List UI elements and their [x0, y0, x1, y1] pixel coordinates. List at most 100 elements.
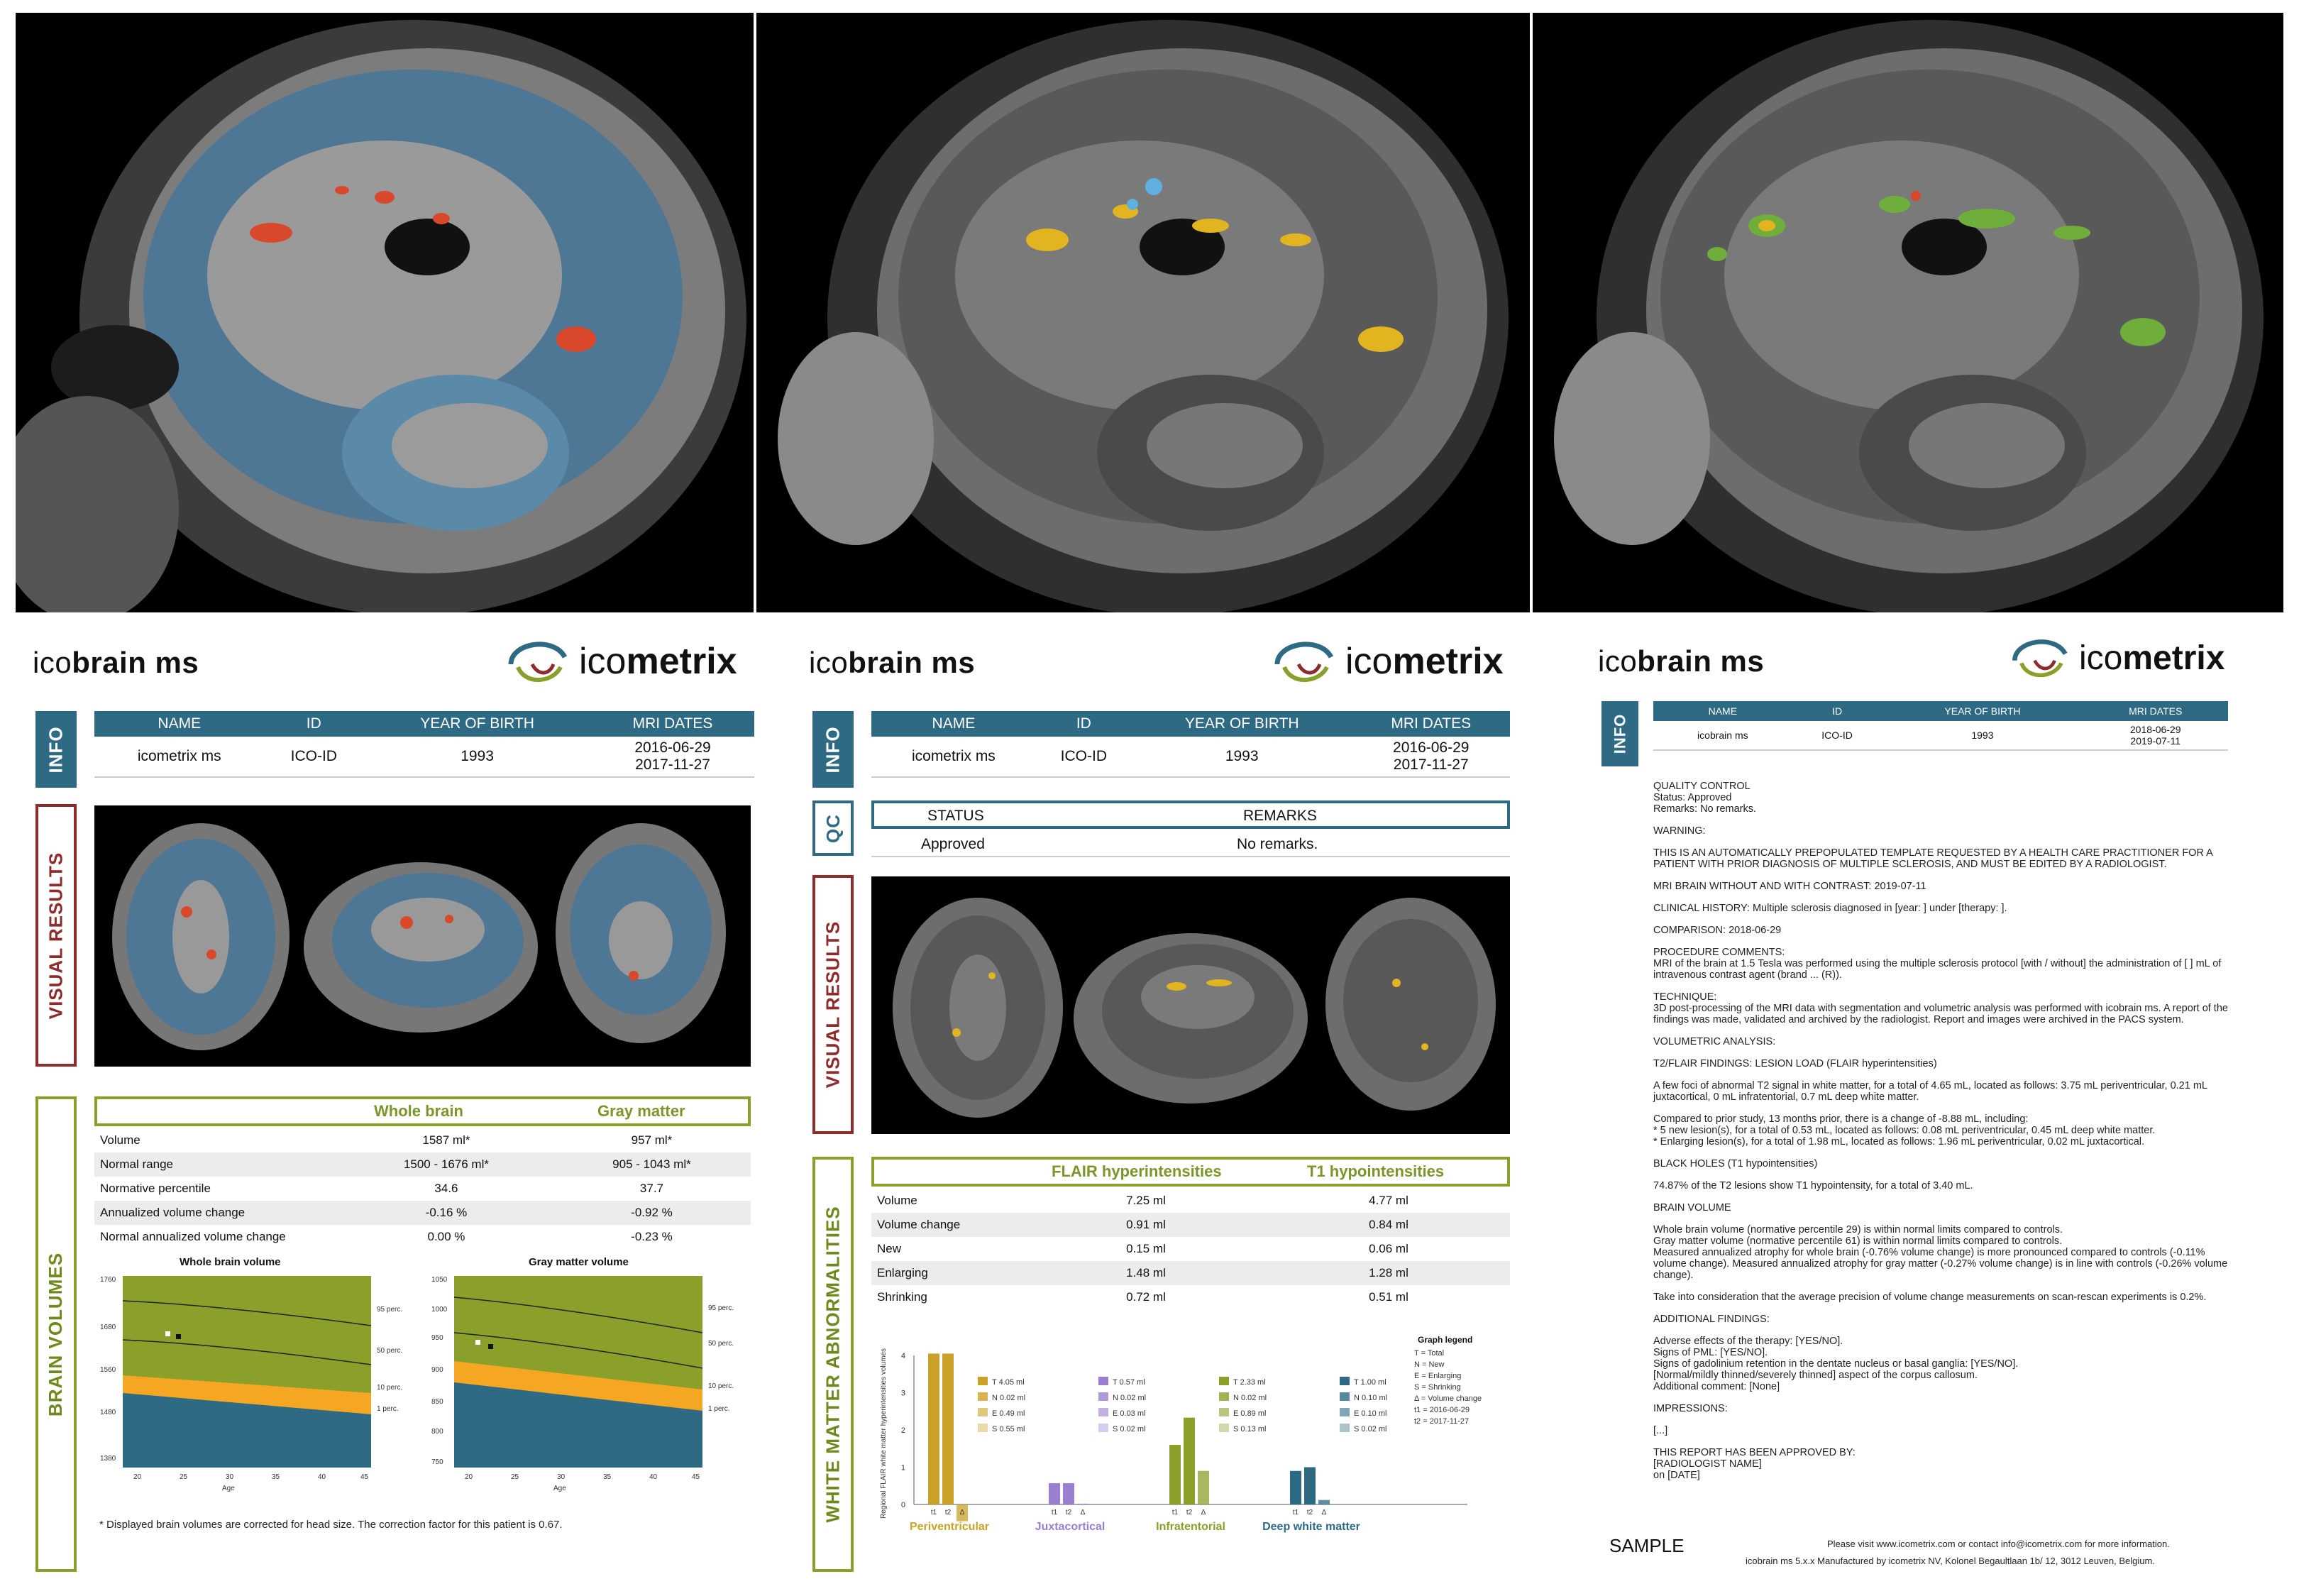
gray-matter-chart-title: Gray matter volume: [529, 1256, 629, 1268]
legend-item: T = Total: [1414, 1349, 1444, 1358]
legend-swatch: [1340, 1424, 1350, 1432]
info-tab: INFO: [1601, 701, 1638, 766]
row-label: New: [877, 1242, 902, 1255]
legend-swatch: [1219, 1392, 1229, 1401]
col-name: NAME: [1653, 701, 1792, 721]
report-line: 74.87% of the T2 lesions show T1 hypoint…: [1653, 1180, 1973, 1192]
report-line: Gray matter volume (normative percentile…: [1653, 1235, 2063, 1247]
legend-value: N 0.02 ml: [992, 1394, 1025, 1402]
report-line: Whole brain volume (normative percentile…: [1653, 1224, 2063, 1235]
whole-brain-chart-title: Whole brain volume: [180, 1256, 281, 1268]
footer-manufacturer-text: icobrain ms 5.x.x Manufactured by icomet…: [1746, 1556, 2155, 1566]
percentile-label: 95 perc.: [708, 1304, 734, 1312]
white-matter-label: WHITE MATTER ABNORMALITIES: [822, 1206, 844, 1523]
logo-bold: metrix: [626, 641, 737, 682]
logo-prefix: ico: [579, 641, 627, 682]
bar-tick-label: t1: [1052, 1509, 1058, 1517]
patient-name: icometrix ms: [871, 737, 1036, 778]
report-paragraph: Whole brain volume (normative percentile…: [1653, 1224, 2228, 1281]
whole-brain-value: 1587 ml*: [422, 1133, 470, 1147]
legend-value: S 0.02 ml: [1113, 1425, 1145, 1433]
col-id: ID: [1035, 711, 1132, 737]
report-line: 3D post-processing of the MRI data with …: [1653, 1003, 2228, 1025]
mri-date-1: 2018-06-29: [2129, 724, 2181, 735]
report-paragraph: COMPARISON: 2018-06-29: [1653, 925, 2228, 936]
report-line: T2/FLAIR FINDINGS: LESION LOAD (FLAIR hy…: [1653, 1058, 1937, 1069]
product-bold: brain ms: [848, 646, 976, 679]
x-tick: 40: [649, 1473, 658, 1481]
legend-swatch: [1098, 1377, 1108, 1385]
report-line: ADDITIONAL FINDINGS:: [1653, 1314, 1770, 1325]
y-tick: 1380: [100, 1455, 116, 1463]
y-axis-label: Regional FLAIR white matter hyperintensi…: [880, 1348, 888, 1519]
legend-value: E 0.10 ml: [1354, 1409, 1386, 1418]
legend-swatch: [1098, 1408, 1108, 1416]
row-label: Volume: [877, 1194, 917, 1207]
patient-info-table: NAME ID YEAR OF BIRTH MRI DATES icometri…: [94, 711, 754, 778]
y-tick: 800: [431, 1428, 443, 1436]
x-axis-label: Age: [222, 1485, 235, 1492]
legend-value: T 1.00 ml: [1354, 1378, 1386, 1387]
report-line: COMPARISON: 2018-06-29: [1653, 925, 1782, 936]
x-tick: 20: [133, 1473, 142, 1481]
mri-date-1: 2016-06-29: [1393, 739, 1470, 756]
visual-results-label: VISUAL RESULTS: [45, 852, 67, 1019]
whole-brain-value: -0.16 %: [340, 1201, 553, 1225]
legend-value: E 0.03 ml: [1113, 1409, 1145, 1418]
bar-tick-label: Δ: [1201, 1509, 1206, 1517]
gray-matter-value: -0.23 %: [631, 1230, 673, 1243]
legend-swatch: [1219, 1424, 1229, 1432]
report-paragraph: BRAIN VOLUME: [1653, 1202, 2228, 1213]
report-line: Adverse effects of the therapy: [YES/NO]…: [1653, 1336, 1843, 1347]
legend-swatch: [978, 1377, 988, 1385]
legend-value: N 0.02 ml: [1233, 1394, 1267, 1402]
gray-matter-header: Gray matter: [597, 1102, 685, 1120]
report-line: MRI of the brain at 1.5 Tesla was perfor…: [1653, 958, 2222, 981]
bar-tick-label: t1: [1293, 1509, 1299, 1517]
legend-swatch: [978, 1424, 988, 1432]
t1-value: 0.06 ml: [1369, 1242, 1408, 1255]
patient-name: icobrain ms: [1653, 721, 1792, 751]
sample-watermark: SAMPLE: [1609, 1535, 1685, 1556]
product-bold: brain ms: [72, 646, 199, 679]
col-id: ID: [264, 711, 364, 737]
col-yob: YEAR OF BIRTH: [1131, 711, 1352, 737]
legend-swatch: [978, 1392, 988, 1401]
percentile-label: 50 perc.: [377, 1347, 402, 1355]
whole-brain-value: 1500 - 1676 ml*: [340, 1152, 553, 1177]
report-line: THIS REPORT HAS BEEN APPROVED BY:: [1653, 1447, 1856, 1458]
patient-id: ICO-ID: [1792, 721, 1882, 751]
percentile-label: 95 perc.: [377, 1306, 402, 1314]
info-tab-label: INFO: [45, 725, 67, 774]
x-tick: 45: [360, 1473, 369, 1481]
legend-value: N 0.10 ml: [1354, 1394, 1387, 1402]
product-name: icobrain ms: [33, 646, 199, 680]
row-label: Normative percentile: [100, 1182, 211, 1195]
bar-tick-label: Δ: [1322, 1509, 1327, 1517]
report-paragraph: A few foci of abnormal T2 signal in whit…: [1653, 1080, 2228, 1103]
y-tick-label: 0: [901, 1501, 905, 1509]
y-tick-label: 4: [901, 1352, 905, 1360]
info-tab: INFO: [35, 711, 77, 788]
report-line: * Enlarging lesion(s), for a total of 1.…: [1653, 1136, 2145, 1148]
bar-tick-label: Δ: [960, 1509, 965, 1517]
flair-value: 7.25 ml: [1126, 1194, 1166, 1207]
patient-yob: 1993: [1882, 721, 2083, 751]
x-tick: 35: [272, 1473, 280, 1481]
mri-date-1: 2016-06-29: [634, 739, 711, 756]
report-line: WARNING:: [1653, 825, 1706, 837]
report-paragraph: THIS REPORT HAS BEEN APPROVED BY:[RADIOL…: [1653, 1447, 2228, 1481]
qc-tab: QC: [812, 800, 854, 856]
visual-results-images: [871, 876, 1510, 1134]
gray-matter-chart: Gray matter volume 1050 1000 950 900 850…: [426, 1256, 752, 1497]
report-line: MRI BRAIN WITHOUT AND WITH CONTRAST: 201…: [1653, 881, 1926, 892]
info-tab-label: INFO: [1611, 713, 1628, 754]
